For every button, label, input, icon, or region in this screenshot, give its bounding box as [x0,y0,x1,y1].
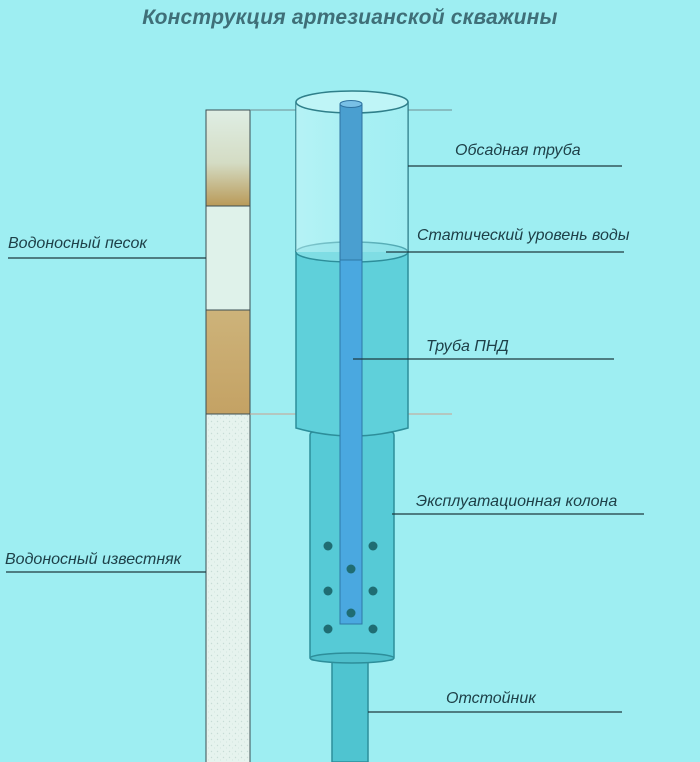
label-aquifer-limestone: Водоносный известняк [5,551,182,568]
label-casing-pipe: Обсадная труба [455,142,581,159]
perforation-hole [368,586,378,596]
stratum-light [206,206,250,310]
perforation-holes [323,541,378,634]
hdpe-pipe-top [339,100,363,108]
perforation-hole [368,624,378,634]
perforation-hole [346,564,356,574]
strata-column [205,109,251,762]
production-column-bottom [309,652,395,664]
settling-tank-pipe [331,655,369,762]
perforation-hole [323,541,333,551]
strata-outline [205,109,251,762]
label-hdpe-pipe: Труба ПНД [426,338,509,355]
perforation-hole [323,586,333,596]
label-production-column: Эксплуатационная колона [416,493,618,510]
label-settling-tank: Отстойник [446,690,536,707]
leader-lines [6,165,644,713]
diagram-title: Конструкция артезианской скважины [142,6,558,29]
stratum-limestone [206,414,250,762]
perforation-hole [323,624,333,634]
perforation-hole [368,541,378,551]
hdpe-pipe-upper [339,103,363,261]
label-static-water-level: Статический уровень воды [417,227,630,244]
stratum-sand-mid [206,310,250,414]
stratum-sand-top [206,110,250,206]
label-aquifer-sand: Водоносный песок [8,235,147,252]
hdpe-pipe-lower [339,259,363,625]
perforation-hole [346,608,356,618]
